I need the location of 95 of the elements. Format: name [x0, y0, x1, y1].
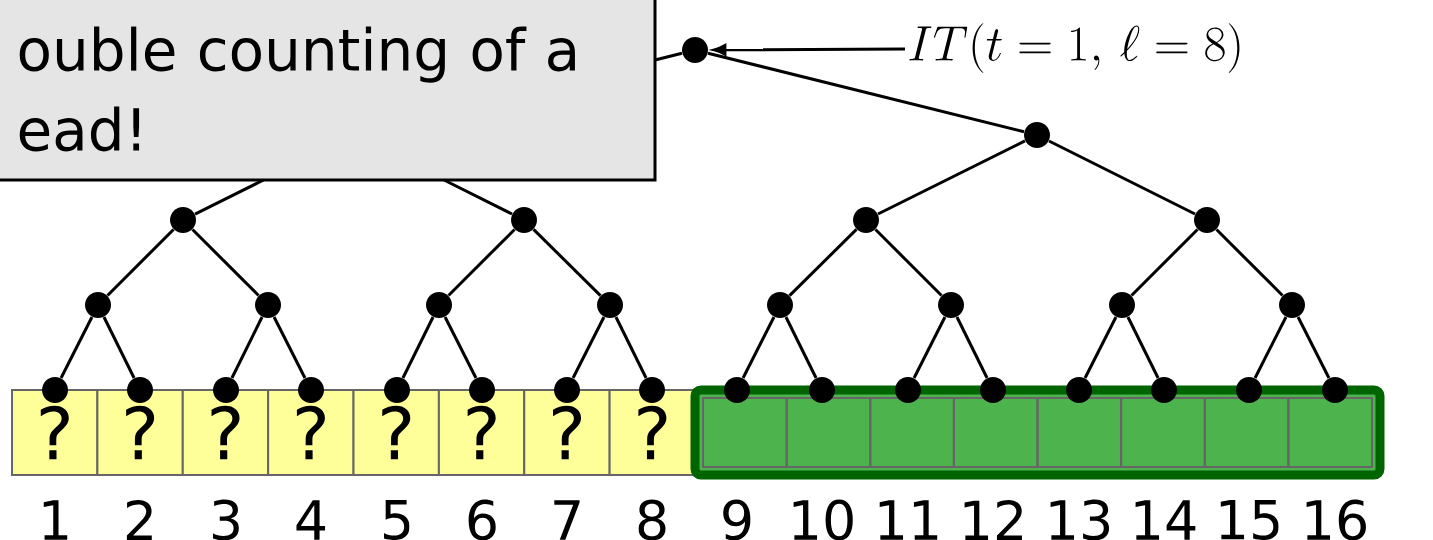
cell-number: 8 — [638, 499, 666, 540]
cell-number: 6 — [468, 499, 496, 540]
tree-node — [170, 207, 196, 233]
array-cell: ? — [352, 389, 440, 476]
tree-node — [426, 292, 452, 318]
tree-edge — [1130, 228, 1199, 297]
tree-node — [682, 37, 708, 63]
array-cell — [1036, 397, 1123, 468]
cell-number: 7 — [554, 500, 580, 540]
cell-number: 1 — [43, 500, 68, 540]
tree-edge — [955, 316, 989, 379]
tree-edge — [532, 228, 602, 297]
tree-edge — [1253, 316, 1288, 379]
tree-node — [1066, 377, 1092, 403]
tree-edge — [443, 316, 478, 379]
tree-edge — [447, 228, 516, 297]
tree-node — [597, 292, 623, 318]
tree-node — [255, 292, 281, 318]
tree-node — [42, 377, 68, 403]
tree-node — [809, 377, 835, 403]
tree-node — [85, 292, 111, 318]
tree-node — [853, 207, 879, 233]
array-cell — [952, 397, 1039, 468]
tree-edge — [230, 316, 264, 379]
tree-edge — [741, 316, 776, 379]
tree-edge — [784, 316, 818, 379]
tree-node — [127, 377, 153, 403]
array-cell: ? — [96, 389, 184, 476]
array-cell: ? — [608, 389, 696, 476]
tree-node — [980, 377, 1006, 403]
tree-edge — [272, 316, 307, 379]
cell-number: 15 — [1220, 499, 1279, 540]
cell-number: 4 — [296, 500, 326, 540]
tree-edge — [1048, 139, 1196, 216]
array-cell — [1120, 397, 1206, 468]
tree-edge — [1126, 316, 1160, 379]
tree-node — [213, 377, 239, 403]
tree-node — [938, 292, 964, 318]
array-cell: ? — [11, 389, 99, 476]
array-cell — [1287, 397, 1373, 468]
tree-edge — [877, 139, 1026, 216]
highlight-band — [690, 385, 1385, 480]
tree-edge — [401, 316, 435, 379]
array-cell — [1203, 397, 1290, 468]
array-cell — [869, 397, 955, 468]
tree-edge — [1296, 316, 1331, 379]
cell-number: 9 — [723, 499, 751, 540]
tree-edge — [194, 178, 265, 216]
tree-edge — [707, 51, 1025, 134]
cell-number: 11 — [879, 500, 938, 540]
tree-node — [767, 292, 793, 318]
tree-edge — [614, 316, 648, 379]
cell-number: 16 — [1306, 499, 1366, 540]
tree-node — [639, 377, 665, 403]
tree-edge — [59, 316, 94, 379]
tree-node — [384, 377, 410, 403]
tree-node — [1322, 377, 1348, 403]
tree-label: $IT(t = 1,\, \ell = 8)$ — [909, 23, 1240, 73]
tree-edge — [191, 228, 260, 297]
tree-node — [554, 377, 580, 403]
cell-number: 12 — [964, 499, 1022, 540]
tree-edge — [912, 316, 947, 379]
tree-node — [895, 377, 921, 403]
tree-edge — [654, 51, 683, 62]
array-cell: ? — [437, 389, 526, 476]
tree-node — [511, 207, 537, 233]
cell-number: 13 — [1050, 499, 1110, 540]
array-cell: ? — [181, 389, 270, 476]
cell-number: 2 — [126, 499, 152, 540]
tree-node — [724, 377, 750, 403]
tree-node — [1194, 207, 1220, 233]
tree-edge — [443, 178, 513, 216]
tree-node — [298, 377, 324, 403]
cell-number: 5 — [384, 499, 410, 540]
cell-number: 10 — [793, 499, 853, 540]
tree-edge — [1083, 316, 1118, 379]
tree-node — [1279, 292, 1305, 318]
array-cell: ? — [523, 389, 611, 476]
tree-edge — [102, 316, 136, 379]
tree-edge — [874, 228, 943, 297]
array-cell — [785, 397, 872, 468]
callout-box: ouble counting of a ead! — [0, 0, 657, 182]
cell-number: 14 — [1135, 500, 1196, 540]
array-cell: ? — [267, 389, 355, 476]
tree-edge — [788, 228, 858, 297]
tree-edge — [571, 316, 606, 379]
tree-node — [1109, 292, 1135, 318]
tree-node — [1024, 122, 1050, 148]
tree-edge — [106, 228, 175, 297]
cell-number: 3 — [212, 499, 239, 540]
tree-edge — [1215, 228, 1284, 297]
tree-node — [1151, 377, 1177, 403]
array-cell — [702, 397, 788, 468]
tree-node — [1236, 377, 1262, 403]
tree-node — [469, 377, 495, 403]
